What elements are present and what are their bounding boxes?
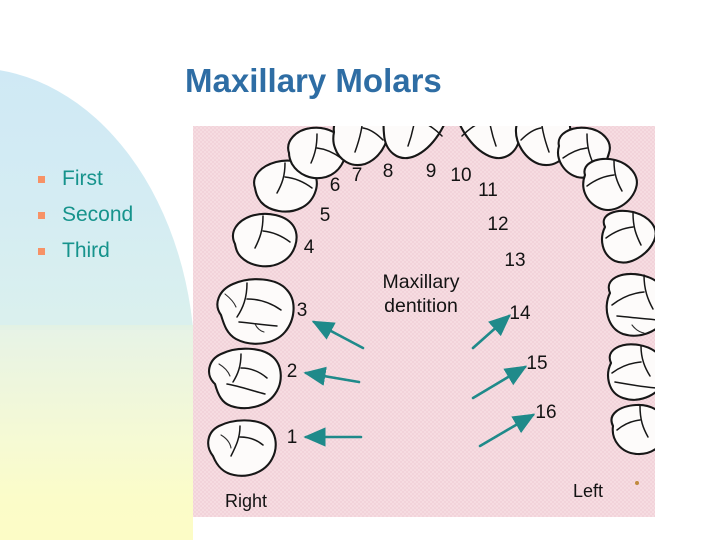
- tooth-13: [601, 209, 655, 264]
- arrow-to-tooth-16: [478, 413, 536, 448]
- left-side-label: Left: [573, 481, 603, 501]
- decorative-gradient-panel: [0, 330, 193, 540]
- tooth-number-15: 15: [526, 353, 547, 374]
- page-title: Maxillary Molars: [185, 62, 442, 99]
- square-bullet-icon: [38, 212, 45, 219]
- tooth-number-11: 11: [478, 180, 498, 201]
- bullet-label: First: [62, 166, 103, 190]
- center-label-line-1: Maxillary: [383, 271, 460, 293]
- tooth-4: [231, 212, 298, 268]
- tooth-1: [207, 419, 277, 477]
- maxillary-dentition-figure: 1 2 3 4 5 6 7 8 9 10 11 12 13 14 15 16 M…: [193, 126, 655, 517]
- tooth-number-4: 4: [304, 237, 315, 258]
- tooth-number-3: 3: [297, 300, 308, 321]
- right-side-label: Right: [225, 491, 267, 511]
- tooth-14: [605, 273, 655, 337]
- list-item[interactable]: First: [38, 162, 198, 195]
- tooth-2: [208, 347, 282, 410]
- arrow-to-tooth-15: [471, 365, 528, 400]
- tooth-number-12: 12: [487, 214, 508, 235]
- tooth-number-8: 8: [383, 161, 394, 182]
- tooth-number-7: 7: [352, 165, 363, 186]
- tooth-number-6: 6: [330, 175, 341, 196]
- arrow-to-tooth-3: [311, 320, 365, 350]
- tooth-6: [287, 126, 347, 180]
- bullet-label: Second: [62, 202, 134, 226]
- tooth-number-14: 14: [509, 303, 531, 324]
- tooth-7: [332, 126, 390, 167]
- square-bullet-icon: [38, 176, 45, 183]
- tooth-number-16: 16: [535, 402, 556, 423]
- list-item[interactable]: Third: [38, 234, 198, 267]
- center-label-line-2: dentition: [384, 295, 458, 317]
- tooth-9: [459, 126, 522, 159]
- bullet-list: First Second Third: [38, 162, 198, 270]
- scan-speck: [635, 481, 639, 485]
- tooth-8: [382, 126, 445, 159]
- tooth-number-5: 5: [320, 205, 331, 226]
- tooth-15: [607, 343, 655, 401]
- tooth-number-10: 10: [450, 165, 471, 186]
- tooth-3: [216, 278, 295, 345]
- square-bullet-icon: [38, 248, 45, 255]
- tooth-number-9: 9: [426, 161, 437, 182]
- tooth-number-1: 1: [287, 427, 298, 448]
- arrow-to-tooth-14: [471, 314, 511, 350]
- tooth-number-2: 2: [287, 361, 298, 382]
- tooth-number-13: 13: [504, 250, 525, 271]
- tooth-16: [610, 403, 655, 456]
- bullet-label: Third: [62, 238, 110, 262]
- tooth-12: [582, 157, 638, 211]
- arrow-to-tooth-2: [303, 366, 361, 386]
- list-item[interactable]: Second: [38, 198, 198, 231]
